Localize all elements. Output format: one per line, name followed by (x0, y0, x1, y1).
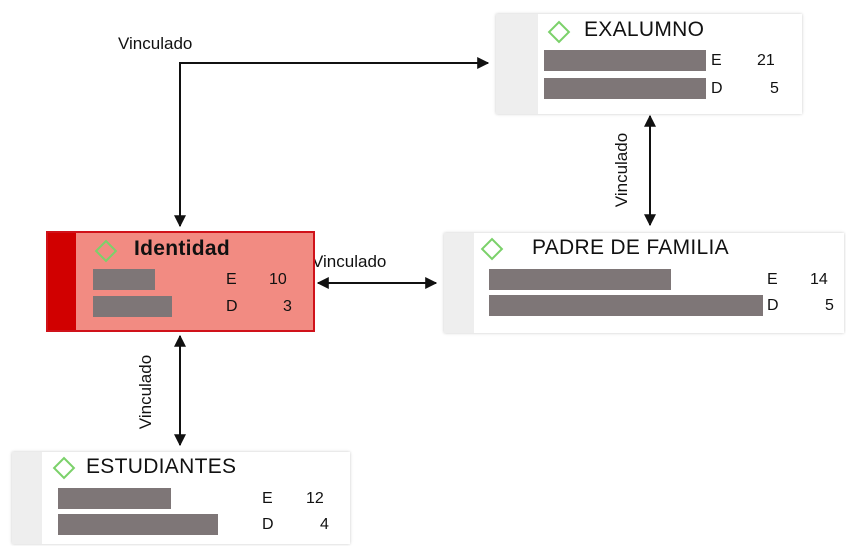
detail-count-bar (93, 296, 172, 317)
node-strip (444, 233, 474, 333)
diamond-outline-icon (52, 456, 76, 480)
detail-count-value: 4 (320, 516, 329, 533)
node-estudiantes[interactable]: ESTUDIANTES E 12 D 4 (12, 452, 350, 544)
detail-count-value: 5 (825, 297, 834, 314)
detail-count-value: 3 (283, 298, 292, 315)
node-exalumno[interactable]: EXALUMNO E 21 D 5 (496, 14, 802, 114)
entity-count-bar (544, 50, 706, 71)
entity-count-value: 10 (269, 271, 287, 288)
diamond-outline-icon (94, 239, 118, 263)
entity-count-bar (489, 269, 671, 290)
node-title: PADRE DE FAMILIA (532, 236, 729, 259)
detail-count-label: D (262, 516, 274, 533)
node-title: Identidad (134, 237, 231, 260)
entity-count-value: 12 (306, 490, 324, 507)
entity-count-label: E (767, 271, 778, 288)
edge-label-identidad-estudiantes: Vinculado (136, 354, 155, 430)
entity-count-bar (93, 269, 155, 290)
detail-count-bar (58, 514, 218, 535)
node-title: EXALUMNO (584, 18, 705, 41)
node-strip (48, 233, 76, 330)
entity-count-value: 14 (810, 271, 828, 288)
entity-count-label: E (711, 52, 722, 69)
detail-count-bar (544, 78, 706, 99)
diamond-outline-icon (547, 20, 571, 44)
detail-count-label: D (767, 297, 779, 314)
entity-count-bar (58, 488, 171, 509)
node-strip (496, 14, 538, 114)
entity-count-label: E (226, 271, 237, 288)
entity-count-label: E (262, 490, 273, 507)
edge-label-exalumno-padre: Vinculado (612, 132, 631, 208)
edge-label-identidad-exalumno: Vinculado (118, 34, 193, 53)
node-strip (12, 452, 42, 544)
detail-count-value: 5 (770, 80, 779, 97)
entity-count-value: 21 (757, 52, 775, 69)
connector-identidad-exalumno[interactable] (174, 57, 490, 228)
node-identidad[interactable]: Identidad E 10 D 3 (46, 231, 315, 332)
detail-count-label: D (226, 298, 238, 315)
diamond-outline-icon (480, 237, 504, 261)
detail-count-label: D (711, 80, 723, 97)
node-padre-de-familia[interactable]: PADRE DE FAMILIA E 14 D 5 (444, 233, 844, 333)
detail-count-bar (489, 295, 763, 316)
edge-label-identidad-padre: Vinculado (312, 252, 387, 271)
node-title: ESTUDIANTES (86, 455, 237, 478)
